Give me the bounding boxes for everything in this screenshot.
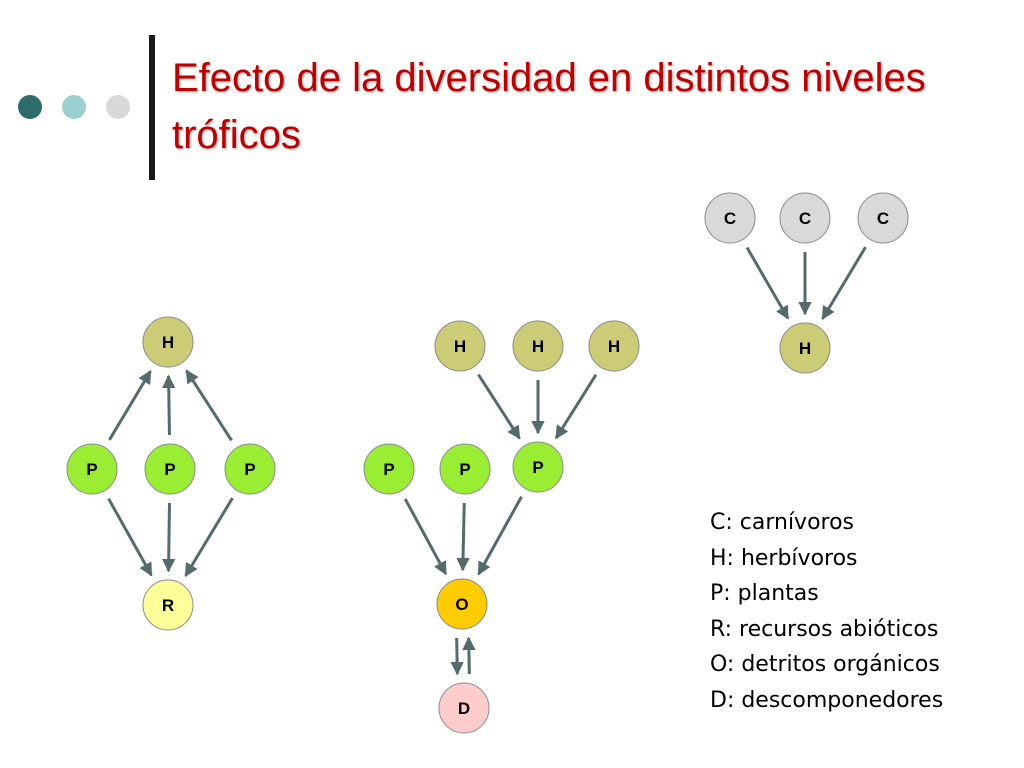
legend-item-herbivoros: H: herbívoros — [710, 545, 858, 571]
node-circle — [857, 192, 909, 244]
detritus-node: O — [436, 578, 488, 630]
node-label: H — [454, 337, 466, 356]
arrow-h3-to-p3 — [554, 373, 598, 440]
arrow-o1-to-d1 — [450, 637, 464, 676]
node-label: C — [877, 209, 889, 228]
node-circle — [779, 322, 831, 374]
plant-node: P — [144, 443, 196, 495]
node-label: D — [458, 699, 470, 718]
node-circle — [779, 192, 831, 244]
resource-node: R — [142, 579, 194, 631]
legend-item-plantas: P: plantas — [710, 581, 819, 606]
plant-node: P — [363, 443, 415, 495]
carnivore-node: C — [779, 192, 831, 244]
node-label: P — [532, 458, 543, 477]
decoration-dot — [62, 95, 86, 119]
herbivore-node: H — [588, 320, 640, 372]
herbivore-node: H — [142, 316, 194, 368]
legend-item-carnivoros: C: carnívoros — [710, 510, 855, 535]
plant-node: P — [66, 443, 118, 495]
plant-node: P — [512, 441, 564, 493]
decoration-dot — [18, 95, 42, 119]
herbivore-node: H — [779, 322, 831, 374]
arrow-p1-to-o1 — [403, 498, 448, 576]
legend-item-descomponedores: D: descomponedores — [710, 687, 944, 713]
node-label: H — [799, 339, 811, 358]
arrow-p2-to-o1 — [456, 502, 470, 572]
node-circle — [704, 192, 756, 244]
plant-node: P — [224, 443, 276, 495]
arrow-p1-to-r1 — [107, 497, 153, 577]
carnivore-node: C — [704, 192, 756, 244]
plant-node: P — [439, 443, 491, 495]
title-decoration-dots — [18, 95, 138, 119]
node-circle — [434, 320, 486, 372]
node-circle — [512, 320, 564, 372]
node-circle — [512, 441, 564, 493]
node-label: P — [86, 460, 97, 479]
node-label: C — [724, 209, 736, 228]
decoration-dot — [106, 95, 130, 119]
arrow-c1-to-h1 — [745, 246, 790, 320]
herbivore-node: H — [512, 320, 564, 372]
node-circle — [439, 443, 491, 495]
node-circle — [224, 443, 276, 495]
node-circle — [144, 443, 196, 495]
node-circle — [363, 443, 415, 495]
legend-item-recursos: R: recursos abióticos — [710, 616, 939, 642]
node-circle — [142, 316, 194, 368]
arrow-p2-to-h1 — [161, 374, 176, 436]
node-label: C — [799, 209, 811, 228]
node-label: P — [459, 460, 470, 479]
arrow-p3-to-h1 — [185, 369, 233, 442]
decomposer-node: D — [438, 682, 490, 734]
arrow-d1-to-o1 — [462, 636, 476, 675]
node-circle — [588, 320, 640, 372]
herbivore-node: H — [434, 320, 486, 372]
arrow-c3-to-h1 — [821, 246, 867, 321]
node-circle — [438, 682, 490, 734]
title-divider — [149, 35, 155, 180]
arrow-p3-to-r1 — [184, 497, 234, 578]
legend: C: carnívoros H: herbívoros P: plantas R… — [710, 505, 943, 718]
node-label: P — [383, 460, 394, 479]
arrow-p1-to-h1 — [108, 370, 152, 441]
carnivore-node: C — [857, 192, 909, 244]
node-label: H — [532, 337, 544, 356]
node-label: H — [162, 333, 174, 352]
node-circle — [66, 443, 118, 495]
arrow-h1-to-p3 — [477, 373, 521, 440]
node-label: O — [455, 595, 468, 614]
arrow-p3-to-o1 — [477, 496, 523, 576]
node-circle — [142, 579, 194, 631]
legend-item-detritos: O: detritos orgánicos — [710, 652, 940, 677]
slide-title: Efecto de la diversidad en distintos niv… — [172, 56, 926, 157]
node-label: R — [162, 596, 174, 615]
node-circle — [436, 578, 488, 630]
node-label: P — [244, 460, 255, 479]
node-label: H — [608, 337, 620, 356]
arrow-p2-to-r1 — [161, 502, 176, 573]
node-label: P — [164, 460, 175, 479]
